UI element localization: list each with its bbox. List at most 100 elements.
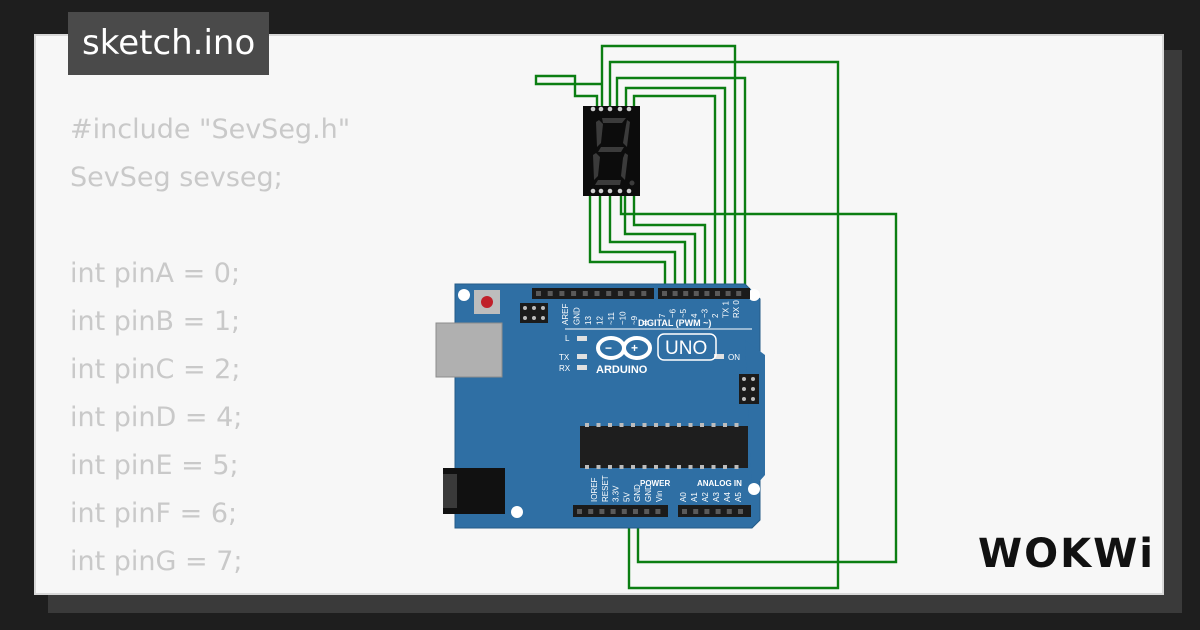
code-line: SevSeg sevseg; (70, 162, 283, 193)
wires (534, 44, 898, 590)
chip-pin (711, 423, 716, 427)
header-hole (662, 291, 667, 296)
header-hole (582, 291, 588, 296)
pin-label: ~6 (669, 308, 678, 318)
chip-pin (677, 423, 681, 427)
svg-text:−: − (605, 341, 612, 355)
chip-pin (700, 465, 704, 469)
wire-4 (615, 76, 747, 292)
wire-10 (623, 190, 697, 292)
chip-pin (619, 465, 624, 469)
arduino-uno-board[interactable]: L TX RX ON − + ARDUINO UNO DIGITAL (PWM … (435, 283, 765, 529)
header-hole (629, 291, 635, 296)
code-line: int pinC = 2; (70, 354, 241, 385)
pin-label: RX 0 (732, 300, 741, 318)
header-hole (682, 509, 687, 514)
segment-d (595, 180, 621, 185)
wokwi-logo[interactable]: WOKWi (978, 531, 1155, 577)
pin-label: 4 (690, 313, 699, 318)
atmega-chip (580, 426, 748, 468)
code-line: int pinD = 4; (70, 402, 243, 433)
digital-label: DIGITAL (PWM ~) (638, 318, 711, 328)
header-hole (683, 291, 689, 296)
seven-segment-display[interactable] (583, 106, 640, 196)
pin-label: ~10 (619, 311, 628, 325)
code-line: int pinA = 0; (70, 258, 241, 289)
power-label: POWER (640, 479, 670, 488)
icsp-header-right (739, 374, 759, 404)
chip-pin (688, 465, 693, 469)
pin-label: ~9 (630, 315, 639, 325)
wire-9 (608, 190, 687, 292)
wire-8 (598, 190, 677, 292)
pin-label: A4 (723, 492, 732, 502)
chip-pin (596, 423, 601, 427)
pin-label: GND (644, 484, 653, 502)
header-hole (577, 509, 582, 514)
display-pins-top (590, 106, 632, 112)
chip-pin (608, 423, 612, 427)
code-line: int pinE = 5; (70, 450, 239, 481)
pin-label: A1 (690, 492, 699, 502)
segment-c (621, 153, 628, 180)
pin-label: TX 1 (722, 301, 731, 318)
pin-label: 7 (658, 313, 667, 318)
pin-label: A5 (734, 492, 743, 502)
pin-label: 5V (622, 492, 631, 502)
pin-label: A0 (679, 492, 688, 502)
chip-pin (711, 465, 716, 469)
reset-button-cap[interactable] (481, 296, 493, 308)
segment-b (623, 120, 630, 147)
pin-label: 13 (584, 316, 593, 325)
pin-label: IOREF (590, 477, 599, 502)
header-hole (536, 291, 541, 296)
header-hole (606, 291, 612, 296)
led-on-label: ON (728, 353, 740, 362)
chip-pin (608, 465, 612, 469)
pin-label: 12 (596, 316, 605, 325)
chip-pin (585, 423, 589, 427)
header-hole (588, 509, 594, 514)
header-hole (704, 291, 710, 296)
pin-label: 3.3V (612, 485, 621, 502)
header-hole (725, 291, 731, 296)
chip-pin (665, 465, 670, 469)
chip-pin (619, 423, 624, 427)
code-line: int pinG = 7; (70, 546, 243, 577)
header-hole (594, 291, 600, 296)
chip-pin (665, 423, 670, 427)
mount-hole (511, 506, 523, 518)
wire-11 (632, 190, 707, 292)
file-name-tab[interactable]: sketch.ino (68, 12, 270, 75)
segment-g (598, 147, 624, 152)
chip-pin (585, 465, 589, 469)
brand-label: ARDUINO (596, 364, 648, 376)
led-on (714, 354, 724, 359)
header-hole (715, 509, 721, 514)
digital-header-high (532, 288, 654, 299)
led-tx (577, 354, 587, 359)
wire-12 (619, 190, 898, 564)
wire-3 (608, 60, 840, 590)
pin-label: A2 (701, 492, 710, 502)
pin-label: Vin (655, 491, 664, 502)
header-hole (547, 291, 553, 296)
chip-pin (734, 465, 739, 469)
pin-label: A3 (712, 492, 721, 502)
chip-pin (631, 423, 635, 427)
chip-pin (596, 465, 601, 469)
wire-2 (600, 44, 737, 292)
header-hole (736, 291, 742, 296)
mount-hole (748, 483, 760, 495)
chip-pin (723, 465, 727, 469)
header-hole (715, 291, 720, 296)
chip-pin (642, 423, 647, 427)
usb-port (435, 322, 503, 378)
led-rx-label: RX (559, 364, 571, 373)
header-hole (571, 291, 577, 296)
header-hole (704, 509, 710, 514)
header-hole (726, 509, 732, 514)
analog-label: ANALOG IN (697, 479, 742, 488)
display-pins-bottom (590, 188, 632, 194)
